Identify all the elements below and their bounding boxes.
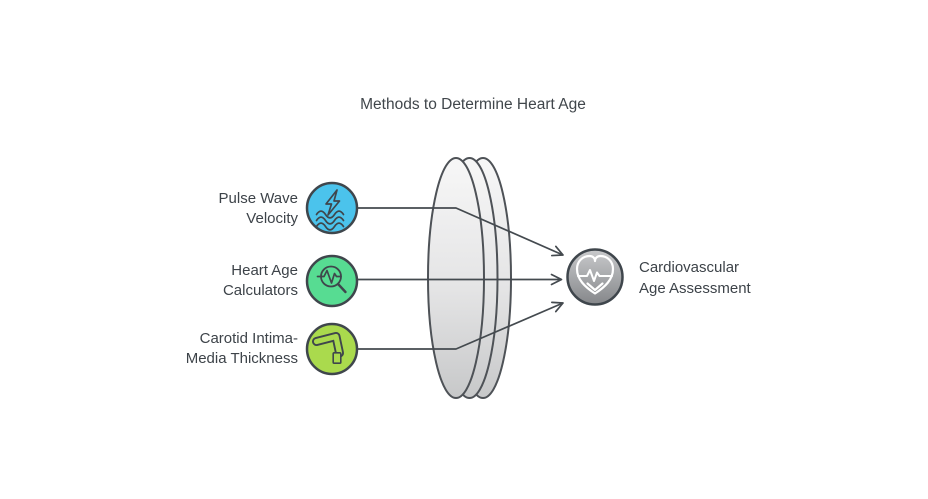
heart-outline-shape (575, 254, 615, 295)
wave-line-1 (315, 210, 345, 219)
method-label-carotid-imt: Carotid Intima- Media Thickness (186, 329, 298, 369)
chevron-down-shape (586, 282, 604, 292)
lightning-waves-icon (315, 189, 345, 231)
connectors (357, 207, 564, 350)
method-label-heart-age-calculators: Heart Age Calculators (223, 261, 298, 301)
method-node-pulse-wave (305, 181, 359, 235)
artery-tube-inner (313, 333, 343, 356)
label-line: Velocity (246, 210, 298, 227)
label-line: Media Thickness (185, 350, 298, 367)
magnifier-handle-shape (337, 283, 347, 294)
connector-carotid (357, 301, 564, 350)
label-line: Age Assessment (639, 280, 751, 297)
heart-pulse-icon (575, 254, 615, 295)
probe-head-shape (332, 351, 342, 364)
magnifier-pulse-icon (316, 265, 347, 294)
result-node (566, 248, 624, 306)
funnel-lens (427, 157, 512, 399)
label-line: Carotid Intima- (199, 330, 298, 347)
ekg-line-shape (577, 269, 613, 282)
lens-front-face (427, 157, 485, 399)
pulse-zigzag-shape (316, 269, 342, 284)
method-node-circle (305, 181, 359, 235)
label-line: Pulse Wave (218, 190, 298, 207)
method-node-carotid (305, 322, 359, 376)
artery-icon (312, 332, 344, 364)
method-node-circle (305, 322, 359, 376)
wave-line-2 (315, 216, 345, 225)
label-line: Calculators (222, 282, 298, 299)
result-label-cardiovascular-age-assessment: Cardiovascular Age Assessment (639, 257, 751, 299)
method-node-heart-age (305, 254, 359, 308)
connector-pulse-wave (357, 207, 564, 257)
label-line: Cardiovascular (639, 259, 740, 276)
diagram-title: Methods to Determine Heart Age (360, 96, 586, 113)
method-label-pulse-wave-velocity: Pulse Wave Velocity (219, 189, 298, 229)
label-line: Heart Age (231, 262, 298, 279)
lightning-bolt-shape (325, 189, 341, 216)
wave-line-3 (315, 222, 345, 231)
